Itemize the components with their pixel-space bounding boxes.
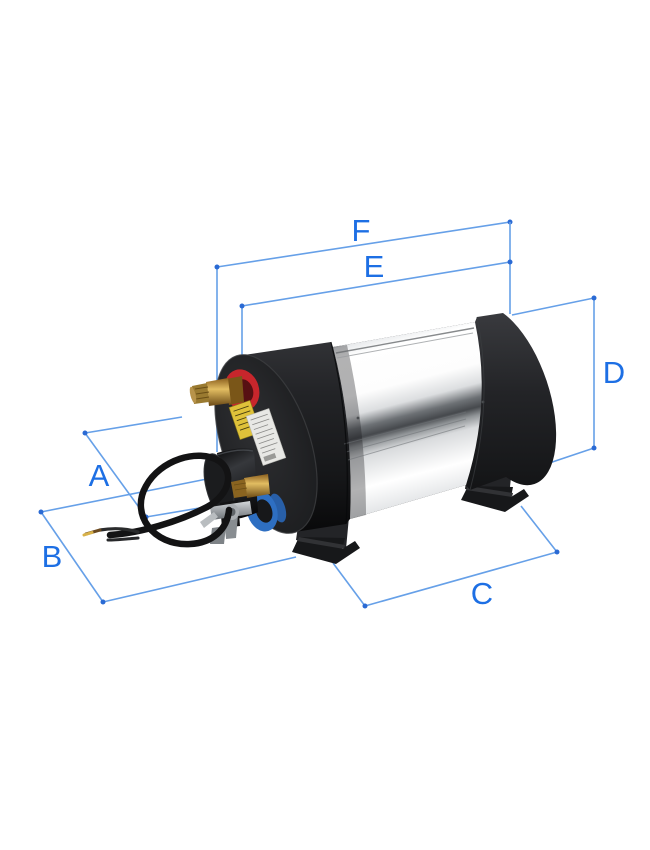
extension-line (511, 297, 595, 316)
dimension-endpoint (591, 295, 597, 301)
wire-tip-yellow (82, 531, 94, 537)
outlet-fitting (231, 474, 270, 498)
dim-label-C: C (471, 576, 493, 611)
cap-step-edge (330, 341, 348, 525)
foot-base-top (297, 537, 345, 549)
spec-label (245, 408, 287, 466)
dim-label-B: B (42, 539, 63, 574)
foot-base-top (466, 486, 513, 497)
dimension-endpoint (239, 303, 245, 309)
stainless-top-streaks (335, 327, 475, 359)
dimension-E (239, 222, 513, 356)
dim-label-D: D (603, 355, 625, 390)
valve-lever (200, 512, 218, 528)
dimension-endpoint (591, 445, 597, 451)
dimension-endpoint (362, 603, 368, 609)
water-heater-tank (189, 313, 557, 544)
dimension-endpoint (554, 549, 560, 555)
dimension-line (216, 221, 511, 268)
dimension-line (40, 511, 104, 603)
dim-label-F: F (352, 213, 371, 248)
dimension-endpoint (38, 509, 44, 515)
extension-line (40, 477, 213, 513)
inlet-fitting (189, 376, 244, 406)
dimension-labels: F E D C A B (42, 213, 626, 611)
dimension-C (332, 505, 560, 609)
extension-line (84, 416, 183, 434)
wire-second (106, 536, 140, 542)
extension-line (332, 562, 366, 607)
stainless-body (333, 322, 482, 519)
extension-line (102, 556, 297, 603)
dimension-endpoint (100, 599, 106, 605)
foot-base (461, 486, 529, 512)
stainless-reflection (333, 345, 366, 519)
dimension-endpoint (214, 264, 220, 270)
wire-brown (98, 527, 140, 534)
dim-label-A: A (89, 458, 110, 493)
drain-ring (246, 490, 287, 532)
extension-line (520, 505, 558, 553)
dimension-line (241, 261, 511, 307)
dimension-line (364, 551, 558, 607)
dimension-endpoint (507, 259, 513, 265)
cap-step-edge (469, 316, 485, 491)
foot-base (292, 537, 360, 564)
stainless-streaks (343, 411, 467, 461)
dimension-line (84, 432, 147, 518)
weld-dot (356, 416, 360, 420)
dim-label-E: E (364, 249, 385, 284)
dimension-endpoint (82, 430, 88, 436)
power-cable (82, 452, 233, 548)
dimension-B (38, 477, 297, 605)
